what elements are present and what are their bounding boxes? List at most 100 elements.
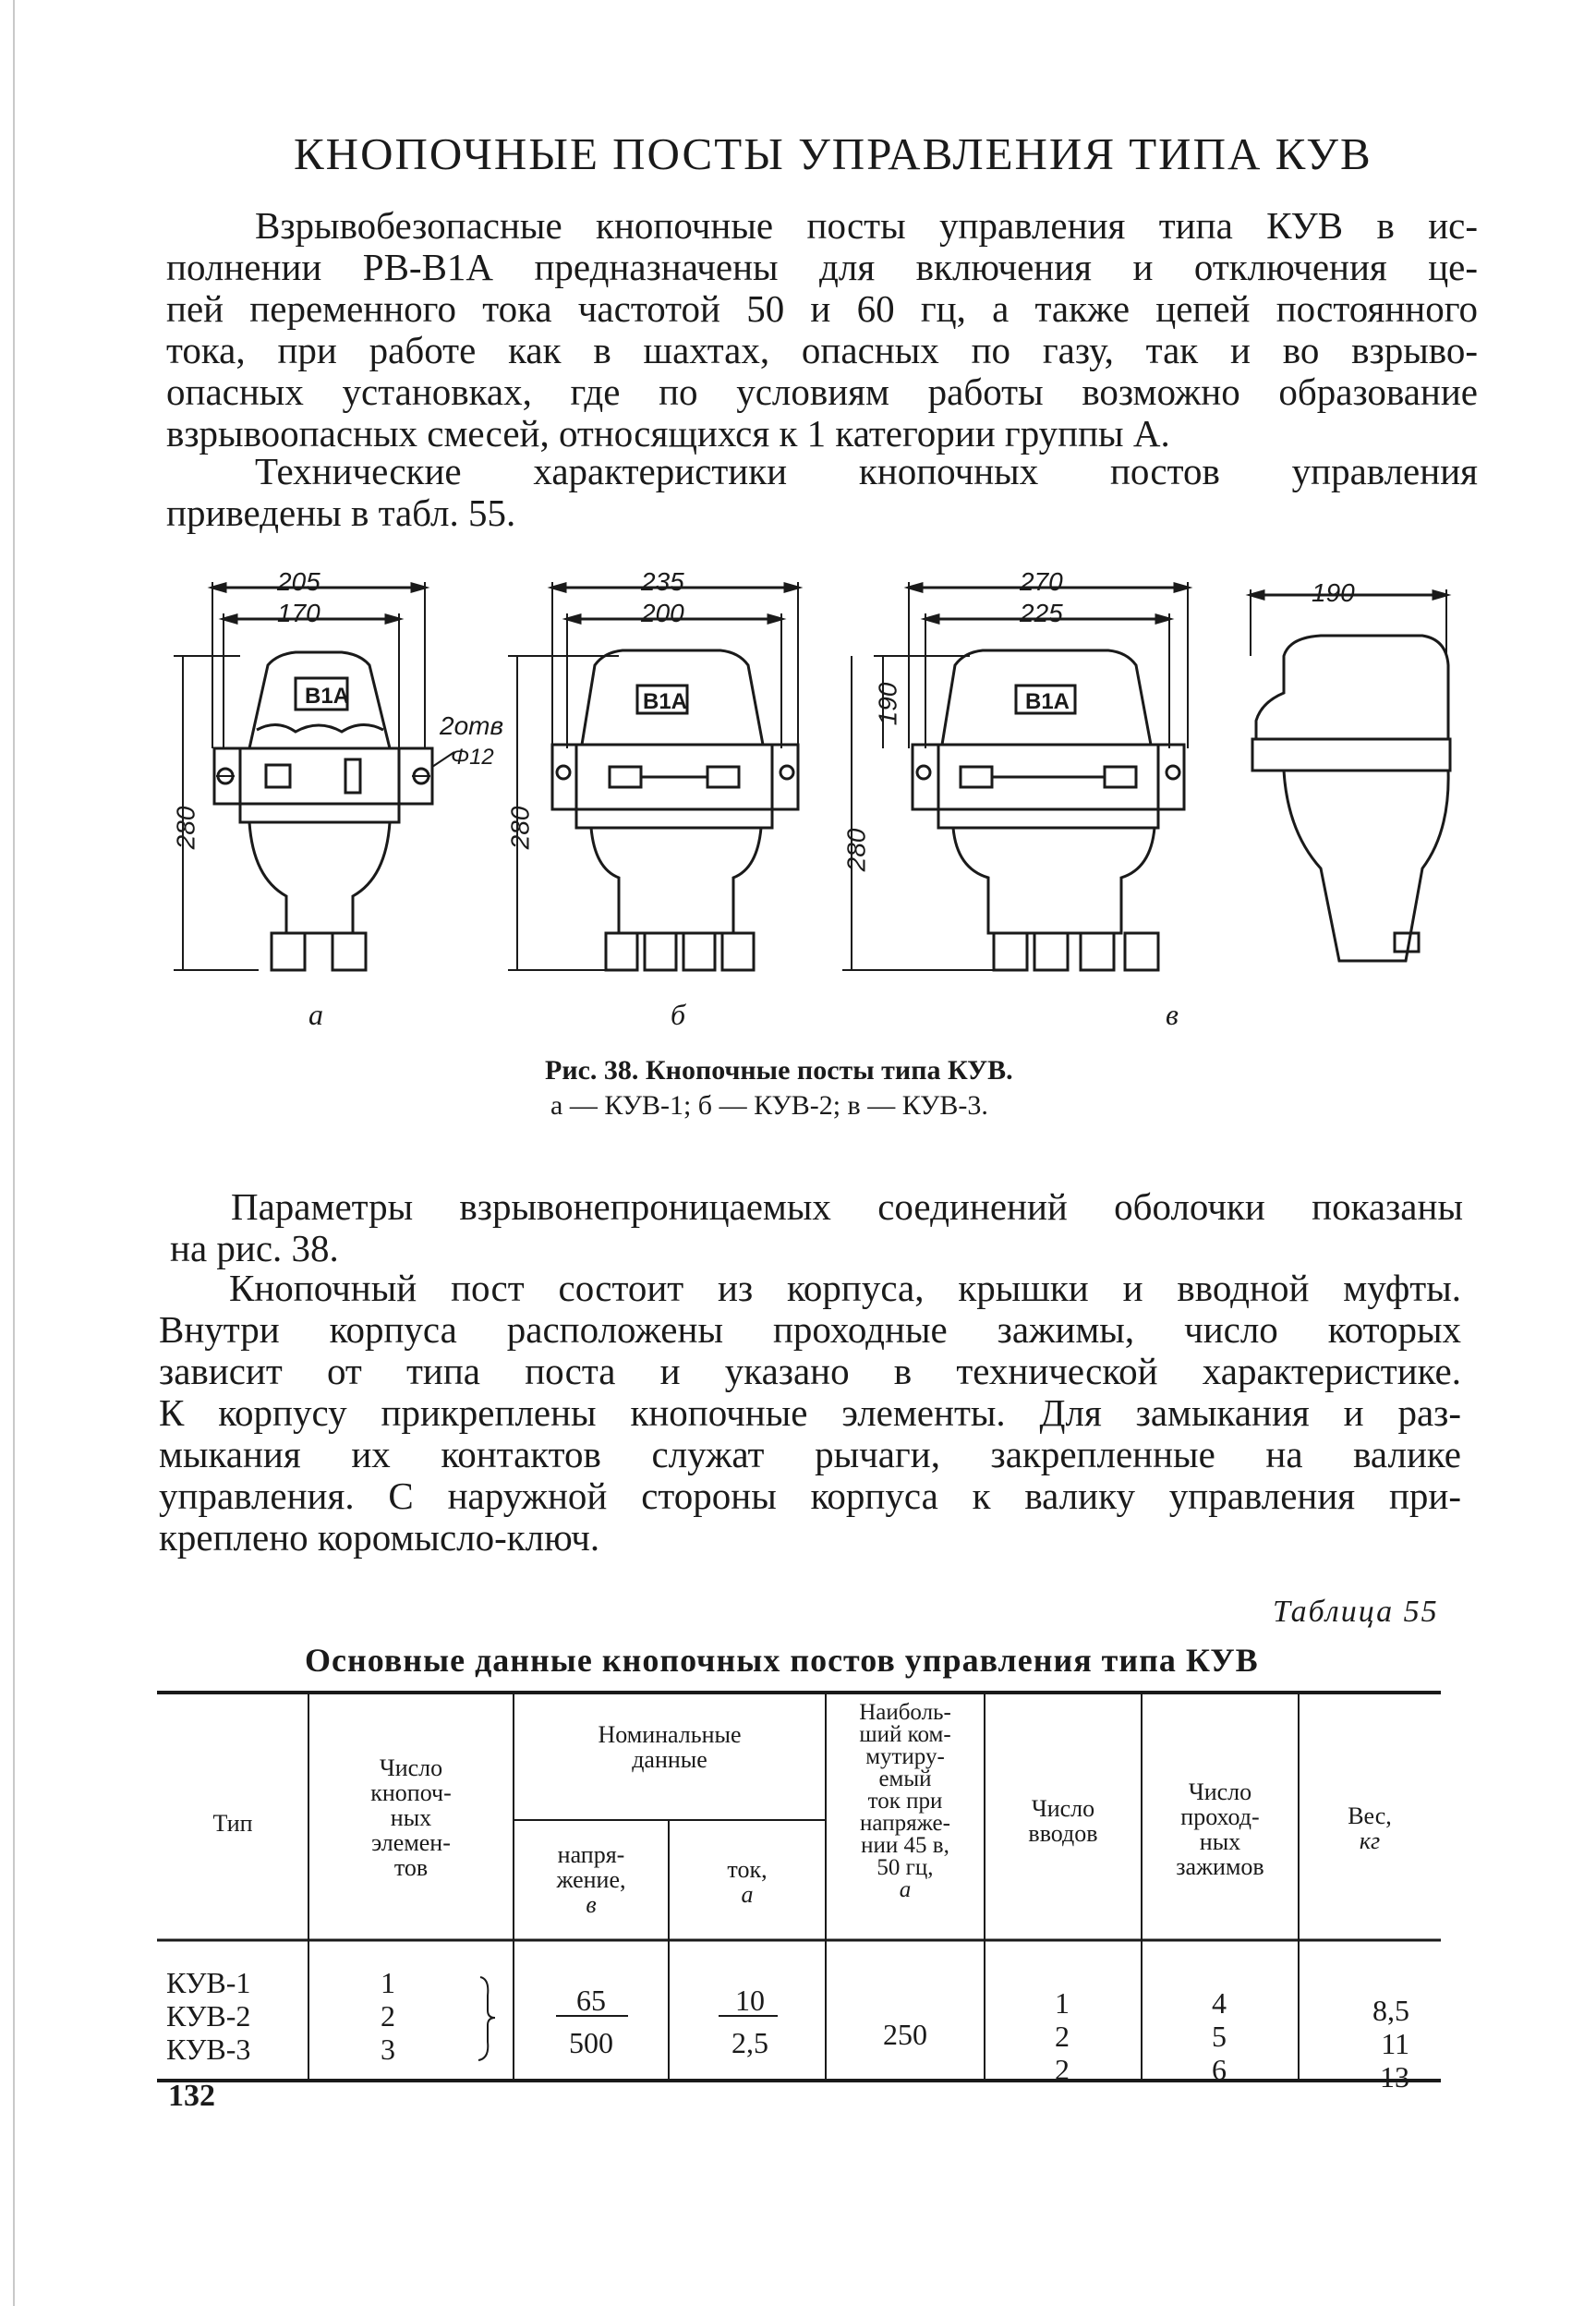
table-cell: 2,5: [732, 2026, 768, 2059]
header-text: Вес,: [1348, 1802, 1392, 1829]
text-line: полнении РВ-В1А предназначены для включе…: [166, 246, 1478, 288]
header-voltage: напря- жение, в: [514, 1842, 669, 1917]
header-text: вводов: [1028, 1820, 1098, 1847]
table-cell: 13: [1380, 2060, 1409, 2094]
table-number: Таблица 55: [1273, 1595, 1439, 1629]
table-title: Основные данные кнопочных постов управле…: [305, 1642, 1259, 1679]
text-line: управления. С наружной стороны корпуса к…: [159, 1475, 1461, 1517]
text-line: опасных установках, где по условиям рабо…: [166, 370, 1478, 413]
text-line: Параметры взрывонепроницаемых соединений…: [231, 1185, 1463, 1228]
dim-v-height: 280: [841, 828, 871, 872]
badge-b: B1A: [643, 689, 688, 714]
header-text: нии 45 в,: [861, 1833, 949, 1858]
header-text: ток при: [867, 1789, 943, 1814]
header-text: кнопоч-: [370, 1779, 452, 1806]
text-line: К корпусу прикреплены кнопочные элементы…: [159, 1391, 1461, 1434]
text-line: на рис. 38.: [170, 1227, 339, 1269]
dim-a-width-inner: 170: [277, 599, 320, 627]
figure-label-v: в: [1166, 998, 1179, 1031]
table-cell: 11: [1381, 2027, 1409, 2060]
header-text: ший ком-: [859, 1722, 951, 1747]
header-nominal: Номинальные данные: [514, 1722, 826, 1772]
drawing-kuv-3: [842, 582, 1193, 972]
header-text: Число: [1031, 1795, 1095, 1822]
column-clamps-values: 4 5 6: [1191, 1986, 1247, 2086]
table-row: КУВ-3: [166, 2033, 251, 2066]
text-line: Взрывобезопасные кнопочные посты управле…: [255, 204, 1478, 247]
header-text: Число: [379, 1754, 443, 1781]
header-text: 50 гц,: [877, 1855, 934, 1880]
figure-label-b: б: [671, 998, 686, 1031]
table-cell: 1: [381, 1966, 395, 1999]
table-cell: 4: [1212, 1986, 1227, 2020]
header-text: напря-: [557, 1841, 625, 1868]
table-cell: 500: [569, 2026, 613, 2059]
text-line: приведены в табл. 55.: [166, 492, 516, 534]
header-text: тов: [393, 1854, 429, 1881]
column-type-values: КУВ-1 КУВ-2 КУВ-3: [166, 1966, 296, 2066]
header-text: емый: [878, 1766, 932, 1791]
header-type: Тип: [212, 1810, 253, 1837]
figure-caption-sub: а — КУВ-1; б — КУВ-2; в — КУВ-3.: [550, 1090, 988, 1121]
text-line: взрывоопасных смесей, относящихся к 1 ка…: [166, 412, 1170, 455]
table-cell: 3: [381, 2033, 395, 2066]
table-cell: 1: [1055, 1986, 1070, 2020]
header-text: мутиру-: [865, 1744, 945, 1769]
badge-v: B1A: [1025, 689, 1070, 714]
text-line: Технические характеристики кнопочных пос…: [255, 450, 1478, 492]
header-elements: Число кнопоч- ных элемен- тов: [308, 1755, 514, 1880]
dim-b-width-outer: 235: [641, 567, 684, 596]
header-text: ных: [390, 1804, 432, 1831]
table-row: КУВ-1: [166, 1966, 251, 1999]
header-text: данные: [632, 1746, 707, 1773]
dim-a-diameter: Φ12: [451, 745, 494, 770]
column-current-values: 10 2,5: [695, 1979, 805, 2064]
header-text: Наиболь-: [859, 1700, 951, 1725]
dim-v-height-top: 190: [873, 682, 902, 726]
figure-kuv-drawings: [174, 582, 1452, 972]
column-elements-values: 1 2 3: [369, 1966, 406, 2066]
header-max-current: Наиболь- ший ком- мутиру- емый ток при н…: [826, 1700, 985, 1902]
header-unit: а: [899, 1877, 912, 1902]
dim-a-width-outer: 205: [277, 567, 320, 596]
header-text: напряже-: [860, 1811, 950, 1836]
header-weight: Вес, кг: [1299, 1803, 1441, 1853]
table-cell: 10: [735, 1984, 765, 2017]
table-row: КУВ-2: [166, 1999, 251, 2033]
header-text: элемен-: [371, 1829, 451, 1856]
paragraph-intro: Взрывобезопасные кнопочные посты управле…: [166, 205, 1478, 455]
table-cell: 2: [1055, 2020, 1070, 2053]
table-cell: 2: [1055, 2053, 1070, 2086]
dim-a-height: 280: [171, 806, 200, 850]
text-line: Внутри корпуса расположены проходные заж…: [159, 1308, 1461, 1351]
header-text: Число: [1188, 1778, 1252, 1805]
header-text: ных: [1199, 1828, 1241, 1855]
figure-label-a: а: [308, 998, 323, 1031]
header-text: ток,: [727, 1856, 768, 1883]
dim-a-holes: 2отв: [440, 711, 504, 740]
cell-max-current: 250: [883, 2018, 927, 2051]
paragraph-table-ref: Технические характеристики кнопочных пос…: [166, 451, 1478, 534]
drawing-kuv-2: [508, 582, 804, 972]
header-text: зажимов: [1176, 1853, 1264, 1880]
table-cell: 8,5: [1372, 1994, 1409, 2027]
header-clamps: Число проход- ных зажимов: [1142, 1779, 1299, 1879]
text-line: креплено коромысло-ключ.: [159, 1516, 600, 1559]
drawing-side-view: [1245, 589, 1452, 963]
text-line: мыкания их контактов служат рычаги, закр…: [159, 1433, 1461, 1475]
table-cell: 6: [1212, 2053, 1227, 2086]
table-cell: 5: [1212, 2020, 1227, 2053]
page-number: 132: [168, 2079, 215, 2113]
drawing-kuv-1: [174, 582, 455, 972]
column-inputs-values: 1 2 2: [1034, 1986, 1090, 2086]
dim-g-width: 190: [1312, 578, 1355, 607]
section-heading: КНОПОЧНЫЕ ПОСТЫ УПРАВЛЕНИЯ ТИПА КУВ: [294, 128, 1372, 179]
header-current: ток, а: [669, 1857, 826, 1907]
header-text: жение,: [556, 1866, 626, 1893]
header-unit: в: [586, 1891, 597, 1918]
paragraph-construction: Кнопочный пост состоит из корпуса, крышк…: [159, 1268, 1461, 1559]
text-line: тока, при работе как в шахтах, опасных п…: [166, 329, 1478, 371]
badge-a: B1A: [305, 684, 350, 709]
text-line: зависит от типа поста и указано в технич…: [159, 1350, 1461, 1392]
header-unit: кг: [1359, 1827, 1381, 1854]
